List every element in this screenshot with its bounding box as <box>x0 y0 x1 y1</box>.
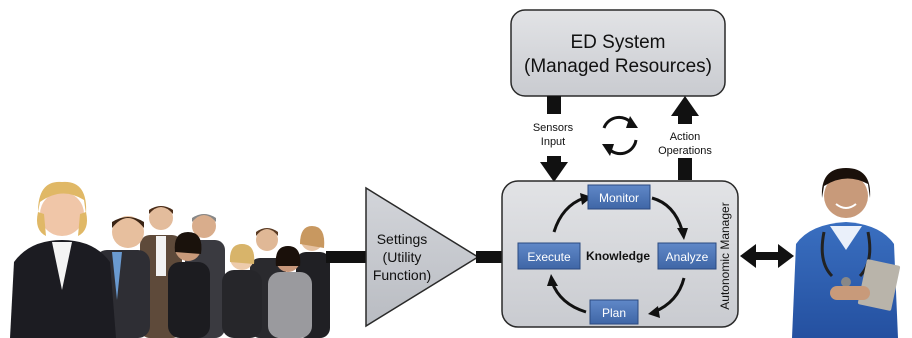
analyze-label: Analyze <box>666 250 709 264</box>
settings-label-line3: Function) <box>373 267 431 283</box>
knowledge-label: Knowledge <box>586 249 650 263</box>
monitor-box <box>587 184 651 210</box>
settings-manager-connector <box>476 251 504 263</box>
bidirectional-arrow <box>740 244 794 268</box>
sensors-label-line2: Input <box>541 136 565 148</box>
cycle-icon <box>602 115 638 156</box>
ed-system-title: ED System <box>570 32 665 53</box>
action-operations-arrow <box>671 96 699 180</box>
person <box>268 246 312 338</box>
execute-box <box>517 242 581 270</box>
settings-label-line2: (Utility <box>383 249 422 265</box>
plan-label: Plan <box>602 306 626 320</box>
person <box>168 232 210 338</box>
person-front-woman <box>10 181 116 338</box>
people-settings-connector <box>326 251 368 263</box>
business-team-photo <box>10 181 330 338</box>
ed-system-subtitle: (Managed Resources) <box>524 56 712 77</box>
analyze-box <box>657 242 717 270</box>
autonomic-manager-label: Autonomic Manager <box>718 202 732 309</box>
actions-label-line1: Action <box>670 131 701 143</box>
plan-box <box>589 299 639 325</box>
execute-label: Execute <box>527 250 571 264</box>
person <box>222 244 262 338</box>
ed-system-box <box>510 9 726 97</box>
sensors-input-arrow <box>540 96 568 182</box>
sensors-label-line1: Sensors <box>533 122 574 134</box>
settings-label-line1: Settings <box>377 231 428 247</box>
nurse-photo <box>792 168 901 338</box>
monitor-label: Monitor <box>599 191 639 205</box>
settings-triangle <box>365 186 480 328</box>
actions-label-line2: Operations <box>658 145 712 157</box>
